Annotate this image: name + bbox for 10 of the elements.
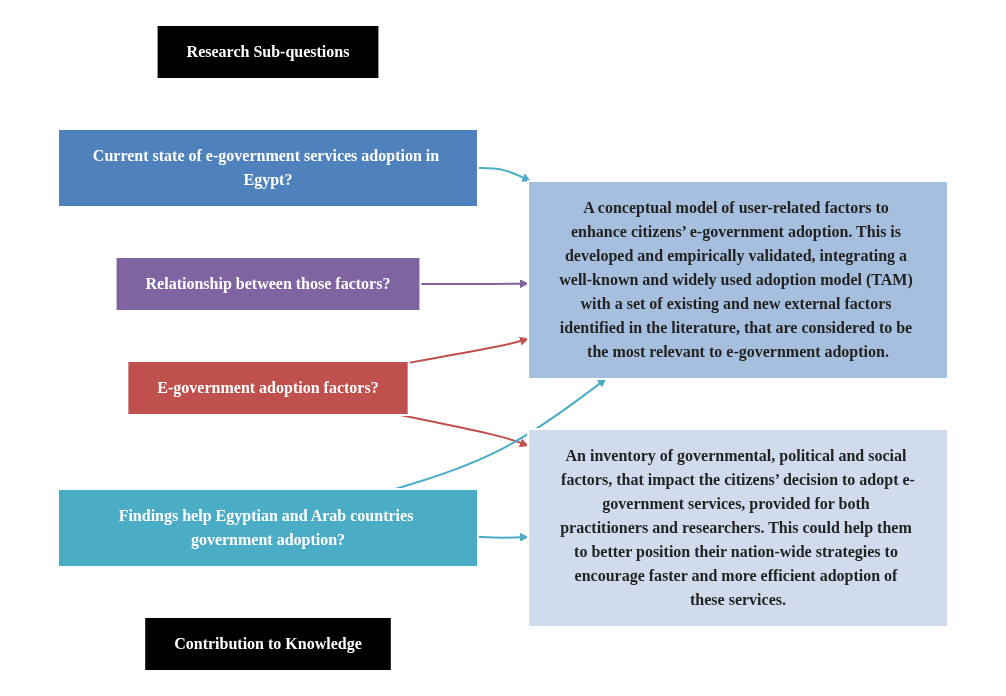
- node-box: E-government adoption factors?: [126, 360, 410, 416]
- node-box: A conceptual model of user-related factors to enhance citizens’ e-government adoption. This is developed and empirically validated, integrating a well-known and widely used adoption model (TAM) with a set of existing and new external factors identified in the literature, that are considered to be the most relevant to e-government adoption.: [527, 180, 949, 380]
- arrow: [407, 336, 529, 364]
- node-box: Findings help Egyptian and Arab countries government adoption?: [57, 488, 479, 568]
- node-box: Contribution to Knowledge: [143, 616, 393, 672]
- node-box: Current state of e-government services adoption in Egypt?: [57, 128, 479, 208]
- node-box: An inventory of governmental, political and social factors, that impact the citizens’ decision to adopt e-government services, provided for both practitioners and researchers. This could help them to better position their nation-wide strategies to encourage faster and more efficient adoption of these services.: [527, 428, 949, 628]
- node-box: Research Sub-questions: [155, 24, 381, 80]
- node-box: Relationship between those factors?: [114, 256, 422, 312]
- arrow: [394, 378, 607, 490]
